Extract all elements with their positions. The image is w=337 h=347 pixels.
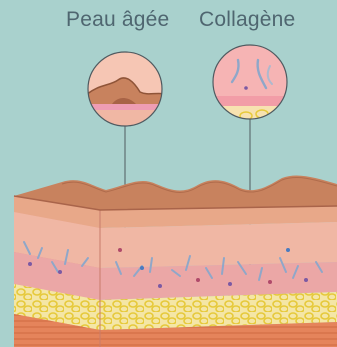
collagen-zoom-icon (210, 42, 290, 122)
skin-block (14, 196, 337, 347)
aged-skin-zoom-icon (85, 50, 165, 130)
